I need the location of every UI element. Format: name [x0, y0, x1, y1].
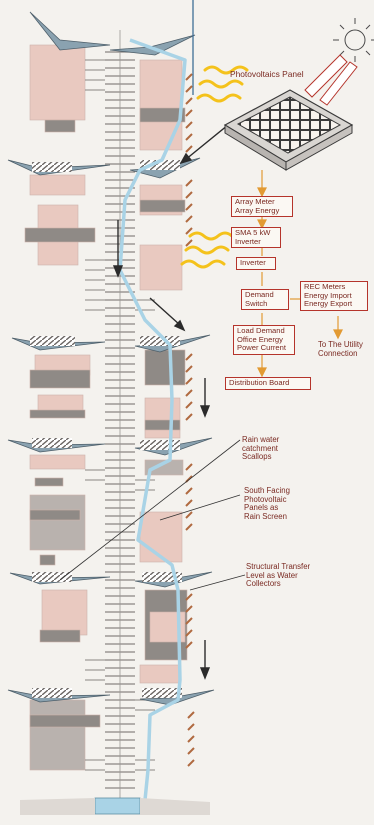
flow-box-distribution-board: Distribution Board	[225, 377, 311, 390]
flow-box-sma-inverter: SMA 5 kW Inverter	[231, 227, 281, 248]
water-tank	[95, 798, 140, 814]
flow-box-line: Switch	[245, 300, 285, 309]
flow-box-rec-meters: REC Meters Energy Import Energy Export	[300, 281, 368, 311]
flow-box-line: Power Current	[237, 344, 291, 353]
callout-south-facing: South Facing Photovoltaic Panels as Rain…	[244, 487, 290, 521]
central-core	[105, 30, 135, 800]
photovoltaic-panel-icon	[225, 90, 352, 170]
flow-box-line: Energy Export	[304, 300, 364, 309]
flow-box-load-demand: Load Demand Office Energy Power Current	[233, 325, 295, 355]
flow-box-line: Distribution Board	[229, 379, 307, 388]
utility-connection-label: To The Utility Connection	[318, 341, 363, 358]
flow-box-demand-switch: Demand Switch	[241, 289, 289, 310]
callout-rain-water: Rain water catchment Scallops	[242, 436, 279, 462]
flow-box-line: Array Energy	[235, 207, 289, 216]
flow-box-line: Inverter	[235, 238, 277, 247]
callout-line: Scallops	[242, 453, 279, 462]
pv-rain-screen	[186, 74, 194, 766]
left-floor-blocks	[25, 45, 100, 770]
utility-label-line: Connection	[318, 350, 363, 359]
callout-line: Rain Screen	[244, 513, 290, 522]
pv-panel-label: Photovoltaics Panel	[230, 70, 304, 79]
flow-box-line: Inverter	[240, 259, 272, 268]
callout-structural-transfer: Structural Transfer Level as Water Colle…	[246, 563, 310, 589]
flow-box-inverter: Inverter	[236, 257, 276, 270]
sun-beam-icon	[305, 55, 357, 105]
flow-box-array-meter: Array Meter Array Energy	[231, 196, 293, 217]
callout-line: Collectors	[246, 580, 310, 589]
pv-panel-text: Photovoltaics Panel	[230, 70, 304, 79]
